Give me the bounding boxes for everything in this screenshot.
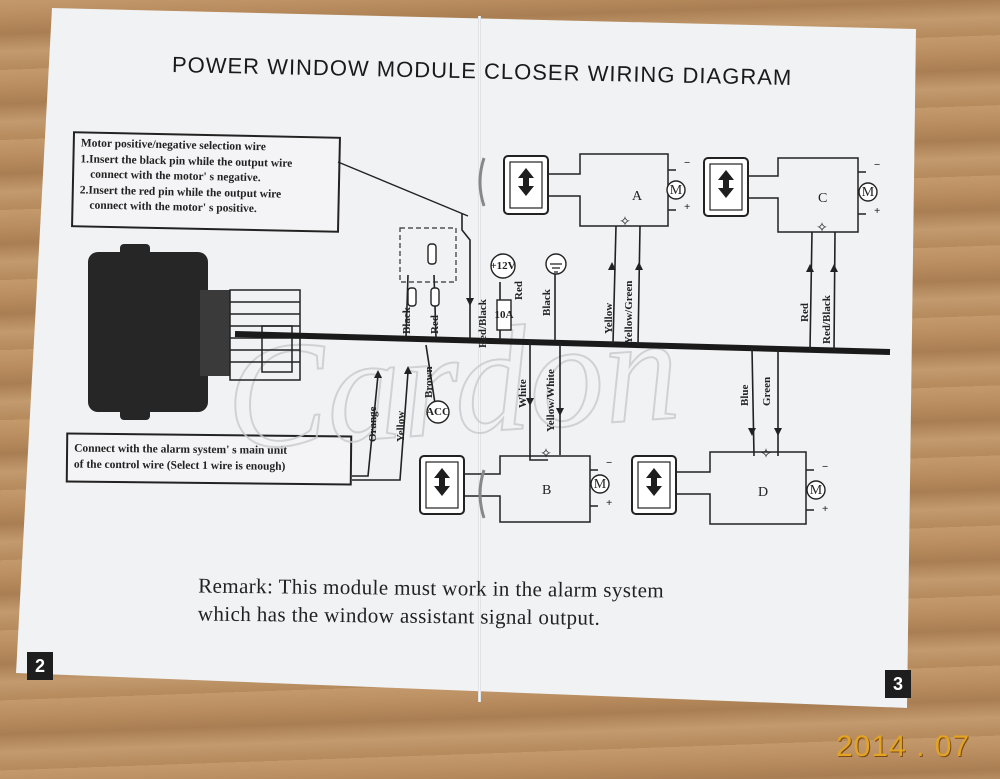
wire-label-yellow-white: Yellow/White: [545, 369, 557, 432]
arrow-icon: [774, 428, 782, 436]
wire-label-yellow-a: Yellow: [603, 303, 615, 334]
red-black-wire: [461, 214, 471, 339]
white-wire: [529, 342, 548, 461]
wire-label-yellow-green: Yellow/Green: [623, 281, 635, 344]
svg-text:C: C: [818, 191, 827, 206]
wire-label-black-ground: Black: [541, 288, 553, 316]
svg-text:M: M: [810, 483, 823, 498]
relay-icon: ✧: [816, 221, 828, 236]
wire-label-blue: Blue: [739, 384, 751, 406]
fuse: [496, 299, 512, 331]
red-c-wire: [809, 231, 813, 351]
window-module-b: M − + B ✧: [419, 447, 612, 523]
window-switch-icon: [646, 468, 662, 496]
wire-label-green: Green: [761, 377, 773, 406]
window-module-c: M − + C ✧: [703, 157, 880, 236]
svg-text:M: M: [594, 477, 607, 492]
red-black-c-wire: [833, 231, 836, 352]
black-wire: [405, 274, 409, 338]
black-pin: [427, 243, 437, 265]
svg-text:−: −: [874, 159, 880, 171]
staple: [478, 157, 486, 207]
wire-label-brown: Brown: [423, 366, 435, 398]
relay-icon: ✧: [760, 447, 772, 462]
fuse-label: 10A: [495, 309, 514, 321]
wire-label-red-c: Red: [799, 303, 811, 322]
wire-label-white: White: [517, 379, 529, 408]
arrow-icon: [608, 262, 616, 270]
window-switch-icon: [718, 170, 734, 198]
svg-text:A: A: [632, 189, 643, 204]
yellow-a-wire: [612, 225, 617, 345]
blue-wire: [751, 347, 755, 457]
power-12v-label: +12V: [490, 260, 515, 272]
yellow-green-wire: [637, 225, 641, 346]
svg-text:D: D: [758, 485, 768, 500]
arrow-icon: [404, 366, 412, 374]
remark-line: which has the window assistant signal ou…: [197, 601, 601, 630]
arrow-icon: [526, 398, 534, 406]
wire-label-red-12v: Red: [513, 281, 525, 300]
note-leader-line: [337, 161, 469, 217]
motor-icon: [590, 474, 610, 494]
arrow-icon: [806, 264, 814, 272]
wire-label-red-black: Red/Black: [477, 298, 489, 348]
svg-text:−: −: [606, 457, 612, 469]
main-wire-trunk: [234, 331, 891, 355]
wire-label-orange: Orange: [367, 406, 379, 442]
window-switch-icon: [434, 468, 450, 496]
wire-label-yellow: Yellow: [395, 411, 407, 442]
pin-selector-box: [399, 227, 457, 283]
page-number-left: 2: [27, 652, 53, 680]
wire-label-red: Red: [429, 315, 441, 334]
arrow-icon: [748, 428, 756, 436]
ground-icon: [550, 263, 562, 273]
orange-wire: [352, 374, 379, 477]
svg-text:M: M: [862, 185, 875, 200]
svg-text:M: M: [670, 183, 683, 198]
svg-text:+: +: [822, 503, 828, 515]
page-number-right: 3: [885, 670, 911, 698]
arrow-icon: [374, 370, 382, 378]
window-module-d: M − + D ✧: [631, 447, 828, 525]
window-switch-icon: [518, 168, 534, 196]
svg-text:+: +: [684, 201, 690, 213]
black-pin-socket: [407, 287, 417, 307]
control-module: [88, 244, 230, 420]
arrow-icon: [466, 298, 474, 306]
red-pin: [430, 287, 440, 307]
wire-label-black: Black: [401, 306, 413, 334]
motor-icon: [666, 180, 686, 200]
svg-text:−: −: [822, 461, 828, 473]
arrow-icon: [830, 264, 838, 272]
arrow-icon: [556, 408, 564, 416]
relay-icon: ✧: [619, 215, 631, 230]
booklet-spine: [478, 16, 481, 702]
watermark-text: Cardon: [221, 285, 684, 482]
motor-icon: [858, 182, 878, 202]
photo-date-stamp: 2014 . 07: [836, 730, 971, 763]
brown-wire: [425, 344, 437, 411]
acc-label: ACC: [426, 406, 450, 418]
svg-text:+: +: [874, 205, 880, 217]
svg-text:−: −: [684, 157, 690, 169]
arrow-icon: [635, 262, 643, 270]
relay-icon: ✧: [540, 447, 552, 462]
remark-text: Remark: This module must work in the ala…: [198, 572, 665, 633]
staple: [478, 469, 486, 519]
svg-text:B: B: [542, 483, 551, 498]
wire-label-red-black-c: Red/Black: [821, 294, 833, 344]
yellow-wire: [352, 371, 409, 481]
motor-icon: [806, 480, 826, 500]
acc-terminal: [426, 400, 450, 424]
svg-text:+: +: [606, 497, 612, 509]
power-12v-terminal: [490, 253, 516, 279]
window-module-a: M − + A ✧: [503, 153, 690, 230]
